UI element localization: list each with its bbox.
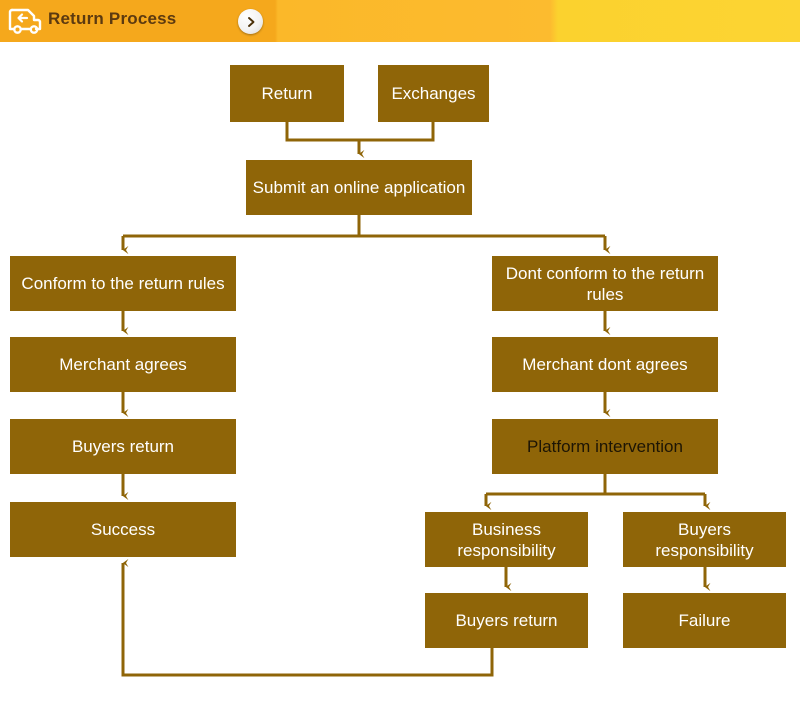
node-failure[interactable]: Failure [623,593,786,648]
node-label: Exchanges [391,84,476,103]
node-success[interactable]: Success [10,502,236,557]
node-dont-conform-rules[interactable]: Dont conform to the return rules [492,256,718,311]
node-label: Submit an online application [252,178,466,197]
node-platform-intervention[interactable]: Platform intervention [492,419,718,474]
edge-exchanges-to-submit [359,122,435,142]
node-label: Business responsibility [457,519,556,560]
node-submit-application[interactable]: Submit an online application [246,160,472,215]
node-exchanges[interactable]: Exchanges [378,65,489,122]
next-button[interactable] [238,9,263,34]
node-label: Failure [678,611,731,630]
node-label: Merchant agrees [59,355,187,374]
node-label: Conform to the return rules [21,274,225,293]
edge-feedback-loop [121,558,494,677]
node-return[interactable]: Return [230,65,344,122]
edge-return-to-submit [285,122,359,142]
node-merchant-dont-agrees[interactable]: Merchant dont agrees [492,337,718,392]
node-label: Buyers return [455,611,558,630]
flowchart-canvas: Return Exchanges Submit an online applic… [0,42,800,703]
node-buyers-return-left[interactable]: Buyers return [10,419,236,474]
node-label: Buyers responsibility [655,519,754,560]
return-truck-icon [8,3,44,39]
node-buyers-responsibility[interactable]: Buyers responsibility [623,512,786,567]
node-label: Platform intervention [527,437,683,456]
node-label: Return [261,84,313,103]
node-buyers-return-right[interactable]: Buyers return [425,593,588,648]
header-bar: Return Process [0,0,800,42]
page-title: Return Process [48,9,177,28]
node-label: Dont conform to the return rules [505,263,705,304]
node-merchant-agrees[interactable]: Merchant agrees [10,337,236,392]
node-business-responsibility[interactable]: Business responsibility [425,512,588,567]
connector-layer [121,122,711,677]
node-label: Merchant dont agrees [522,355,688,374]
node-label: Buyers return [71,437,175,456]
node-conform-rules[interactable]: Conform to the return rules [10,256,236,311]
chevron-right-icon [244,15,258,29]
node-label: Success [90,520,156,539]
